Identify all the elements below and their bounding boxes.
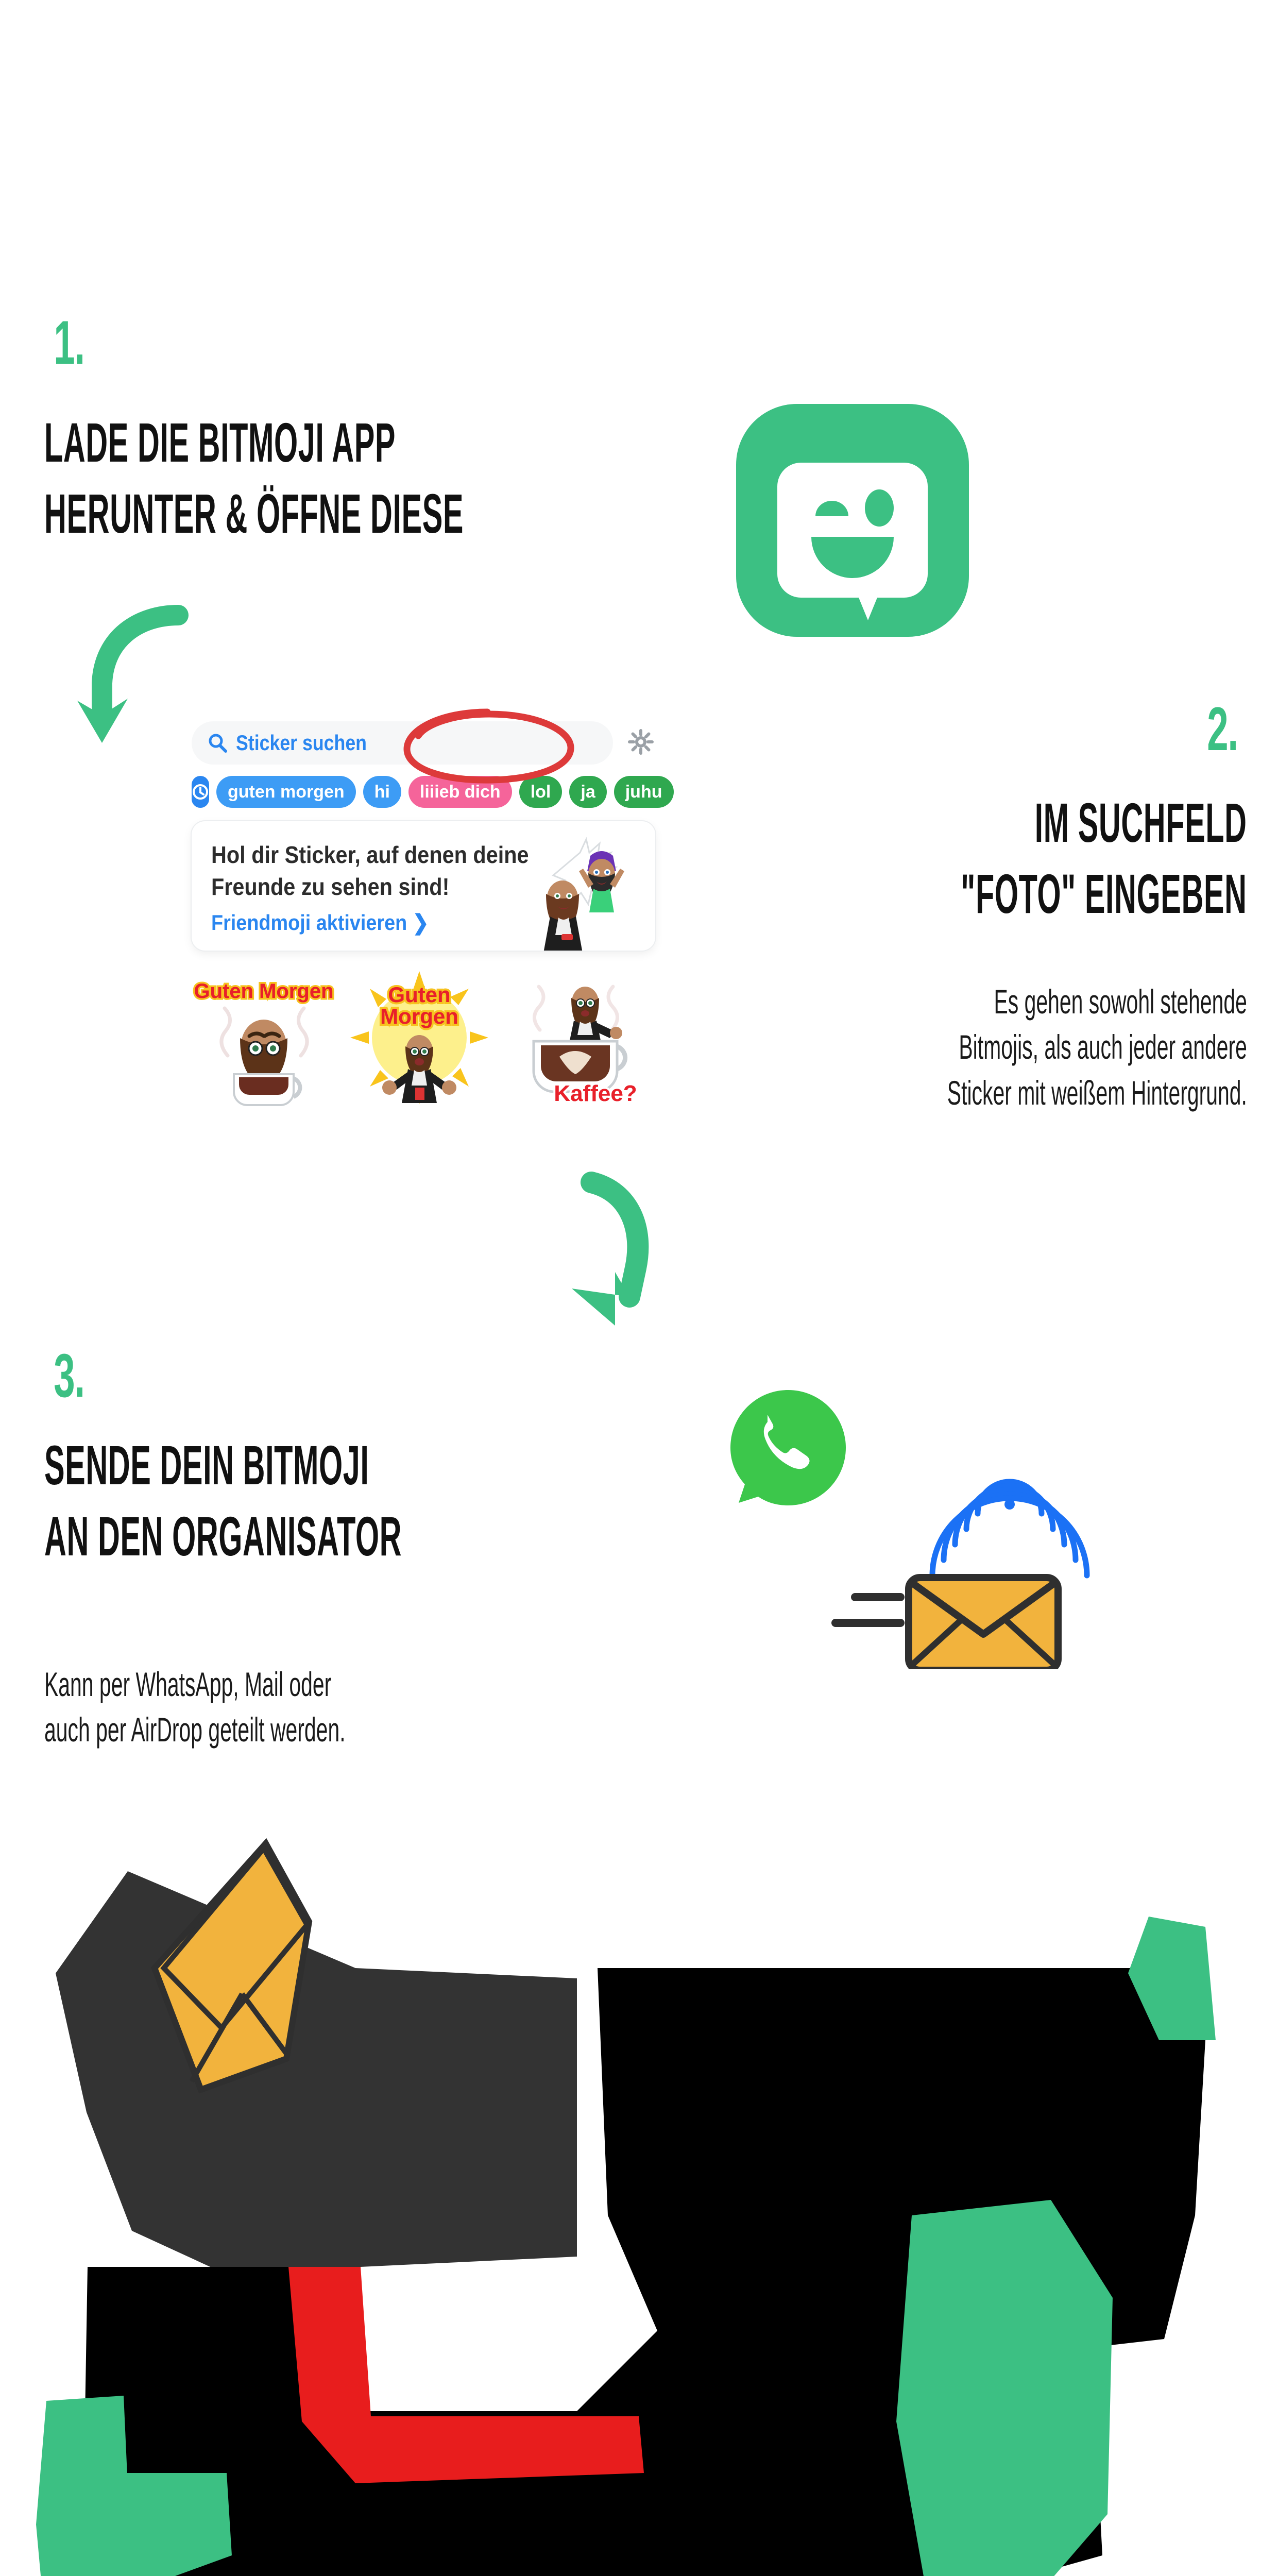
- envelope-icon: [831, 1574, 1062, 1674]
- headline-line: SENDE DEIN BITMOJI: [44, 1434, 369, 1496]
- whatsapp-icon: [721, 1381, 855, 1517]
- step-number-label: 1.: [54, 308, 85, 377]
- step-2-number: 2.: [1198, 698, 1247, 760]
- search-input[interactable]: Sticker suchen: [192, 721, 613, 765]
- search-icon: [209, 734, 227, 753]
- airdrop-icon: [929, 1479, 1090, 1579]
- bitmoji-app-screenshot: Sticker suchen: [192, 708, 674, 1107]
- headline-line: HERUNTER & ÖFFNE DIESE: [44, 482, 464, 545]
- sticker-guten-morgen-coffee[interactable]: Guten Morgen Guten Morgen: [192, 968, 336, 1107]
- body-line: auch per AirDrop geteilt werden.: [44, 1710, 346, 1749]
- pill-item[interactable]: liiieb dich: [408, 776, 512, 808]
- suggestion-pills: guten morgen hi liiieb dich lol ja juhu: [192, 776, 674, 808]
- svg-text:Morgen: Morgen: [380, 1004, 458, 1028]
- step-2-body: Es gehen sowohl stehende Bitmojis, als a…: [763, 979, 1247, 1115]
- step-number-label: 2.: [1207, 694, 1238, 764]
- pill-recent[interactable]: [192, 776, 209, 808]
- headline-line: IM SUCHFELD: [1035, 791, 1247, 854]
- search-row: Sticker suchen: [192, 708, 655, 784]
- step-1-headline: LADE DIE BITMOJI APP HERUNTER & ÖFFNE DI…: [44, 407, 807, 549]
- headline-line: AN DEN ORGANISATOR: [44, 1505, 402, 1568]
- friendmoji-banner[interactable]: Hol dir Sticker, auf denen deine Freunde…: [192, 821, 655, 951]
- pill-item[interactable]: hi: [363, 776, 401, 808]
- body-line: Bitmojis, als auch jeder andere: [959, 1028, 1247, 1066]
- body-line: Es gehen sowohl stehende: [994, 982, 1247, 1021]
- clock-icon: [193, 784, 208, 800]
- pill-item[interactable]: juhu: [614, 776, 674, 808]
- friendmoji-activate-link[interactable]: Friendmoji aktivieren ❯: [211, 910, 429, 935]
- svg-text:Guten: Guten: [388, 982, 450, 1007]
- svg-text:Kaffee?: Kaffee?: [554, 1081, 637, 1106]
- sticker-guten-morgen-sun[interactable]: Guten Guten Morgen Morgen: [347, 968, 491, 1107]
- curved-arrow-down-left-icon: [62, 592, 206, 747]
- headline-line: LADE DIE BITMOJI APP: [44, 411, 396, 473]
- step-3-headline: SENDE DEIN BITMOJI AN DEN ORGANISATOR: [44, 1430, 694, 1572]
- svg-text:Kaffee?: Kaffee?: [554, 1081, 637, 1106]
- step-3-number: 3.: [44, 1345, 94, 1406]
- headline-line: "FOTO" EINGEBEN: [961, 862, 1247, 925]
- sticker-kaffee[interactable]: Kaffee? Kaffee?: [503, 968, 647, 1107]
- svg-text:Guten Morgen: Guten Morgen: [194, 980, 333, 1003]
- step-2-headline: IM SUCHFELD "FOTO" EINGEBEN: [727, 787, 1247, 929]
- friendmoji-title-line: Hol dir Sticker, auf denen deine: [211, 841, 529, 868]
- gear-icon[interactable]: [626, 727, 655, 759]
- body-line: Kann per WhatsApp, Mail oder: [44, 1665, 332, 1703]
- corrupted-render-region: [0, 1752, 1278, 2576]
- friendmoji-avatars-illustration: [543, 837, 624, 951]
- svg-text:Morgen: Morgen: [380, 1004, 458, 1028]
- pill-item[interactable]: ja: [569, 776, 607, 808]
- body-line: Sticker mit weißem Hintergrund.: [947, 1073, 1247, 1112]
- friendmoji-title-line: Freunde zu sehen sind!: [211, 873, 450, 901]
- curved-arrow-down-left-icon: [489, 1162, 664, 1332]
- share-methods-illustration: [685, 1350, 1113, 1674]
- svg-text:Guten: Guten: [388, 982, 450, 1007]
- airdrop-center-dot: [1004, 1499, 1015, 1510]
- bitmoji-app-icon[interactable]: [729, 397, 976, 644]
- step-number-label: 3.: [54, 1341, 85, 1410]
- step-3-body: Kann per WhatsApp, Mail oder auch per Ai…: [44, 1662, 530, 1753]
- pill-item[interactable]: lol: [519, 776, 563, 808]
- sticker-results: Guten Morgen Guten Morgen: [192, 968, 655, 1107]
- svg-text:Guten Morgen: Guten Morgen: [194, 980, 333, 1003]
- step-1-number: 1.: [44, 312, 94, 374]
- pill-item[interactable]: guten morgen: [216, 776, 356, 808]
- search-placeholder: Sticker suchen: [236, 731, 367, 755]
